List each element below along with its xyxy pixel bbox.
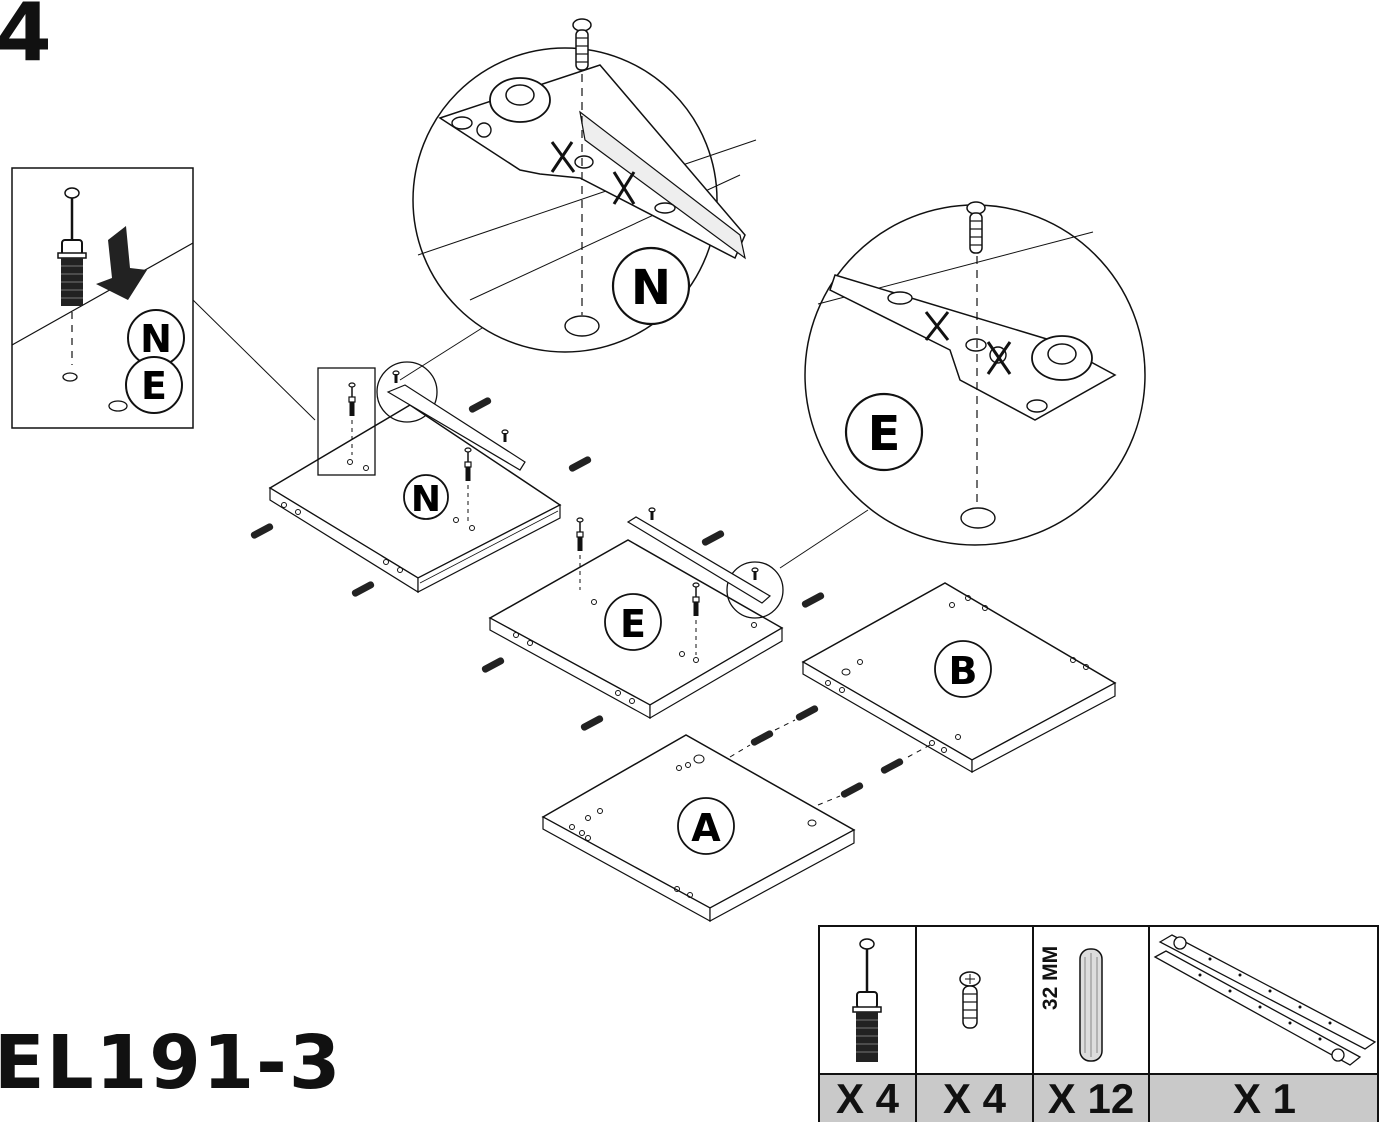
screw-icon [959, 971, 981, 1029]
panel-n [268, 361, 562, 594]
parts-cell-drawer-slide [1150, 927, 1379, 1073]
parts-quantity-row: X 4 X 4 X 12 X 1 [820, 1073, 1377, 1122]
detail-circle-e [779, 201, 1146, 569]
qty-drawer-slide: X 1 [1232, 1075, 1297, 1122]
detail-circle-n [399, 18, 757, 381]
panel-e [488, 507, 784, 720]
step-number: 4 [0, 0, 52, 79]
model-code: EL191-3 [0, 1020, 343, 1106]
cam-bolt-icon [852, 938, 882, 1062]
wood-dowel-icon [1079, 948, 1103, 1062]
parts-cell-dowel: 32 MM [1034, 927, 1150, 1073]
panel-label-a: A [691, 806, 721, 850]
qty-dowel: X 12 [1034, 1075, 1150, 1122]
panel-label-n: N [411, 479, 441, 520]
panel-a [541, 734, 856, 923]
panel-label-b: B [949, 649, 978, 693]
detail-label-e: E [868, 406, 901, 462]
dowel-dimension-label: 32 MM [1039, 945, 1062, 1011]
panel-label-e: E [620, 602, 646, 646]
inset-label-e: E [141, 364, 167, 408]
parts-cell-cam-bolt [820, 927, 917, 1073]
dowels [249, 396, 931, 806]
drawer-slide-rail-icon [1153, 934, 1377, 1066]
parts-list: 32 MM X 4 X 4 X 12 X 1 [818, 925, 1379, 1122]
parts-cell-screw [917, 927, 1034, 1073]
qty-screw: X 4 [917, 1075, 1034, 1122]
qty-cam-bolt: X 4 [820, 1075, 917, 1122]
inset-cam-detail [11, 167, 316, 429]
panel-b [801, 582, 1117, 774]
inset-label-n: N [140, 317, 172, 361]
detail-label-n: N [631, 260, 671, 316]
